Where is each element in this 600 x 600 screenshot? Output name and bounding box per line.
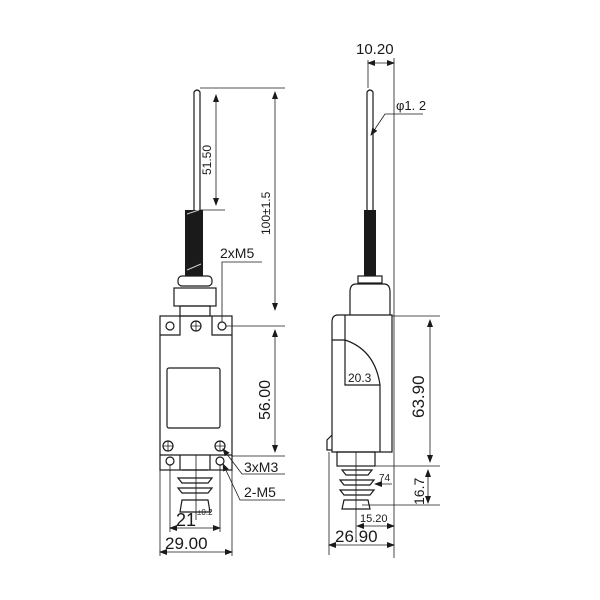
mount-hole	[217, 321, 227, 331]
dim-body-height: 63.90	[409, 375, 428, 418]
dim-hole-tolerance: ±0.2	[197, 508, 213, 517]
dim-plunger-height: 16.7	[411, 478, 427, 505]
side-view: 10.20 φ1. 2 63.90 20.3 16.7 74 15.20 26.…	[326, 41, 440, 558]
dim-hole-spacing: 21	[176, 510, 196, 530]
lever-rod	[366, 89, 374, 210]
label-bottom-holes: 2-M5	[244, 484, 276, 500]
plunger-bellows	[338, 469, 376, 510]
front-view: 51.50 100±1.5 56.00 2xM5 3xM3 2-M5 21 ±0…	[159, 87, 285, 556]
dim-small: 74	[379, 473, 391, 484]
dim-lever-length: 51.50	[200, 145, 214, 175]
dim-mount-spacing: 56.00	[257, 380, 274, 420]
dim-rod-offset: 10.20	[356, 41, 394, 58]
neck	[349, 283, 391, 315]
label-top-holes: 2xM5	[220, 245, 254, 261]
switch-body	[331, 314, 393, 453]
spring	[364, 210, 376, 276]
plunger-bellows	[176, 469, 214, 513]
dim-plunger-offset: 15.20	[360, 513, 388, 525]
lever-rod	[193, 89, 201, 210]
mount-hole	[165, 456, 175, 466]
mount-hole	[215, 456, 225, 466]
label-screws: 3xM3	[244, 459, 278, 475]
window	[166, 367, 221, 429]
switch-body	[159, 315, 233, 471]
mount-hole	[165, 321, 175, 331]
spring	[185, 210, 203, 276]
dim-width: 29.00	[165, 534, 208, 553]
dim-depth: 26.90	[335, 527, 378, 546]
collar	[177, 275, 213, 287]
neck	[173, 287, 217, 307]
dim-rod-diameter: φ1. 2	[396, 98, 426, 113]
dim-inner: 20.3	[348, 371, 372, 385]
dim-total-height: 100±1.5	[259, 191, 273, 235]
